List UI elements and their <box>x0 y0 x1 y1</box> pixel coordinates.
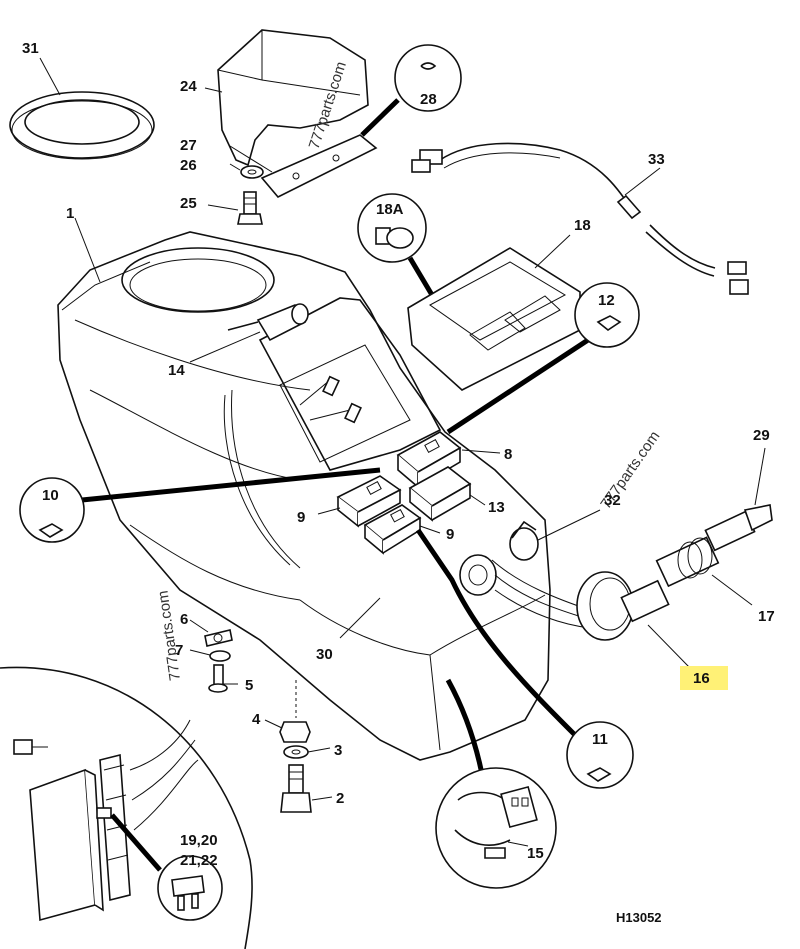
part-6-nut <box>189 619 233 647</box>
label-part-2: 2 <box>336 790 344 807</box>
part-3-washer <box>283 745 331 759</box>
drawing-number: H13052 <box>616 910 662 925</box>
part-27-plate <box>229 134 378 198</box>
label-part-17: 17 <box>758 608 775 625</box>
part-28-callout <box>360 44 462 137</box>
label-part-3: 3 <box>334 742 342 759</box>
label-part-18a: 18A <box>376 201 404 218</box>
watermark-left: 777parts.com <box>154 589 183 681</box>
part-9-switch-lower <box>363 504 441 555</box>
part-32-knob <box>509 509 601 561</box>
label-part-31: 31 <box>22 40 39 57</box>
part-10-callout <box>19 467 381 543</box>
label-part-28: 28 <box>420 91 437 108</box>
part-18-panel <box>407 234 581 391</box>
part-16-ignition-switch <box>491 559 691 669</box>
label-part-25: 25 <box>180 195 197 212</box>
part-31-grommet-ring <box>9 57 155 160</box>
label-part-30: 30 <box>316 646 333 663</box>
part-9-switch-upper <box>317 475 402 528</box>
label-part-29: 29 <box>753 427 770 444</box>
label-part-33: 33 <box>648 151 665 168</box>
label-part-16: 16 <box>693 670 710 687</box>
label-part-15: 15 <box>527 845 544 862</box>
label-part-32: 32 <box>604 492 621 509</box>
label-part-8: 8 <box>504 446 512 463</box>
part-7-washer <box>189 649 231 662</box>
part-24-cover <box>204 29 369 167</box>
part-5-screw <box>208 664 238 693</box>
label-part-6: 6 <box>180 611 188 628</box>
label-part-9-lower: 9 <box>446 526 454 543</box>
part-13-switch <box>408 466 486 522</box>
part-15-callout <box>435 678 557 889</box>
label-part-11: 11 <box>592 731 608 748</box>
part-33-cable <box>411 142 749 295</box>
part-4-nut <box>264 680 311 743</box>
part-14-connector <box>189 303 309 363</box>
part-25-bolt <box>207 191 263 225</box>
label-part-24: 24 <box>180 78 197 95</box>
label-part-21-22: 21,22 <box>180 852 218 869</box>
part-26-washer <box>229 163 264 179</box>
label-part-1: 1 <box>66 205 74 222</box>
lock-socket <box>459 554 497 596</box>
part-16-highlight <box>680 666 728 690</box>
fuse-box-detail <box>0 666 253 949</box>
part-2-bolt <box>280 764 333 813</box>
part-1-console-body <box>57 217 551 761</box>
label-part-7: 7 <box>175 642 183 659</box>
label-part-19-20: 19,20 <box>180 832 218 849</box>
part-30-leader <box>339 597 381 639</box>
label-part-14: 14 <box>168 362 185 379</box>
label-part-27: 27 <box>180 137 197 154</box>
label-part-18: 18 <box>574 217 591 234</box>
part-17-lock-barrel <box>655 536 753 606</box>
part-11-callout <box>415 528 634 789</box>
label-part-12: 12 <box>598 292 615 309</box>
label-part-9-upper: 9 <box>297 509 305 526</box>
part-18a-bulb-callout <box>357 193 435 297</box>
label-part-13: 13 <box>488 499 505 516</box>
label-part-10: 10 <box>42 487 59 504</box>
label-part-5: 5 <box>245 677 253 694</box>
part-12-callout <box>446 282 640 435</box>
label-part-4: 4 <box>252 711 261 728</box>
part-29-key <box>704 447 773 552</box>
label-part-26: 26 <box>180 157 197 174</box>
